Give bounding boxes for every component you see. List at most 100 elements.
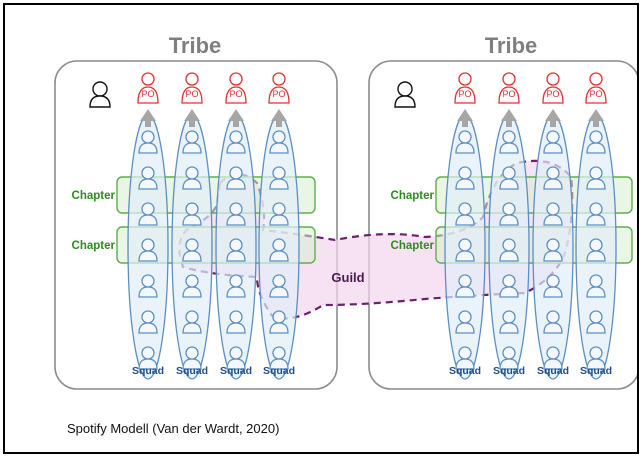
squad-member-icon [269, 130, 289, 154]
po-label: PO [229, 89, 242, 99]
squad-member-icon [586, 202, 606, 226]
squad-member-icon [226, 346, 246, 370]
squad-member-icon [226, 238, 246, 262]
squad-member-icon [455, 238, 475, 262]
tribe-lead-icon [394, 81, 416, 108]
squad-label: Squad [176, 365, 208, 377]
squad-member-icon [269, 202, 289, 226]
squad-member-icon [499, 238, 519, 262]
squad-member-icon [226, 310, 246, 334]
squad-label: Squad [263, 365, 295, 377]
chapter-label: Chapter [72, 190, 116, 202]
squad-member-icon [499, 310, 519, 334]
squad-member-icon [499, 274, 519, 298]
squad-member-icon [182, 346, 202, 370]
squad-member-icon [269, 166, 289, 190]
squad-member-icon [455, 166, 475, 190]
squad-member-icon [455, 130, 475, 154]
squad-member-icon [455, 346, 475, 370]
squad-member-icon [269, 346, 289, 370]
squad-member-icon [226, 166, 246, 190]
squad-member-icon [499, 202, 519, 226]
figure-caption: Spotify Modell (Van der Wardt, 2020) [67, 421, 280, 436]
squad-member-icon [499, 130, 519, 154]
po-label: PO [546, 89, 559, 99]
squad-member-icon [226, 274, 246, 298]
squad-label: Squad [580, 365, 612, 377]
squad-member-icon [138, 238, 158, 262]
product-owner-icon [137, 72, 159, 104]
tribe-lead-icon [89, 81, 111, 108]
squad-member-icon [138, 166, 158, 190]
squad-member-icon [586, 274, 606, 298]
arrow-up-icon [457, 109, 473, 127]
squad-member-icon [455, 274, 475, 298]
po-label: PO [502, 89, 515, 99]
squad-label: Squad [132, 365, 164, 377]
squad-member-icon [226, 202, 246, 226]
product-owner-icon [542, 72, 564, 104]
squad-member-icon [586, 130, 606, 154]
chapter-label: Chapter [391, 190, 435, 202]
arrow-up-icon [501, 109, 517, 127]
squad-member-icon [138, 130, 158, 154]
squad-member-icon [138, 310, 158, 334]
squad-member-icon [269, 274, 289, 298]
product-owner-icon [585, 72, 607, 104]
squad-member-icon [182, 310, 202, 334]
squad-label: Squad [220, 365, 252, 377]
tribe-title: Tribe [169, 33, 222, 58]
tribe-title: Tribe [485, 33, 538, 58]
squad-member-icon [586, 346, 606, 370]
squad-member-icon [586, 166, 606, 190]
squad-member-icon [543, 310, 563, 334]
product-owner-icon [268, 72, 290, 104]
squad-member-icon [182, 166, 202, 190]
squad-member-icon [182, 238, 202, 262]
po-label: PO [272, 89, 285, 99]
squad-member-icon [182, 202, 202, 226]
squad-member-icon [499, 166, 519, 190]
squad-member-icon [543, 130, 563, 154]
chapter-label: Chapter [72, 240, 116, 252]
squad-member-icon [543, 166, 563, 190]
arrow-up-icon [228, 109, 244, 127]
squad-member-icon [226, 130, 246, 154]
product-owner-icon [225, 72, 247, 104]
squad-member-icon [138, 346, 158, 370]
squad-label: Squad [537, 365, 569, 377]
squad-member-icon [499, 346, 519, 370]
product-owner-icon [498, 72, 520, 104]
squad-member-icon [455, 310, 475, 334]
squad-member-icon [543, 202, 563, 226]
squad-member-icon [138, 202, 158, 226]
arrow-up-icon [588, 109, 604, 127]
squad-label: Squad [449, 365, 481, 377]
guild-label: Guild [331, 270, 364, 285]
product-owner-icon [454, 72, 476, 104]
po-label: PO [185, 89, 198, 99]
squad-member-icon [543, 274, 563, 298]
squad-member-icon [269, 310, 289, 334]
chapter-label: Chapter [391, 240, 435, 252]
product-owner-icon [181, 72, 203, 104]
squad-member-icon [543, 238, 563, 262]
squad-member-icon [455, 202, 475, 226]
squad-member-icon [182, 130, 202, 154]
arrow-up-icon [184, 109, 200, 127]
arrow-up-icon [140, 109, 156, 127]
arrow-up-icon [271, 109, 287, 127]
squad-member-icon [586, 238, 606, 262]
po-label: PO [141, 89, 154, 99]
squad-member-icon [138, 274, 158, 298]
po-label: PO [589, 89, 602, 99]
squad-member-icon [543, 346, 563, 370]
squad-member-icon [182, 274, 202, 298]
squad-label: Squad [493, 365, 525, 377]
arrow-up-icon [545, 109, 561, 127]
squad-member-icon [586, 310, 606, 334]
squad-member-icon [269, 238, 289, 262]
po-label: PO [458, 89, 471, 99]
